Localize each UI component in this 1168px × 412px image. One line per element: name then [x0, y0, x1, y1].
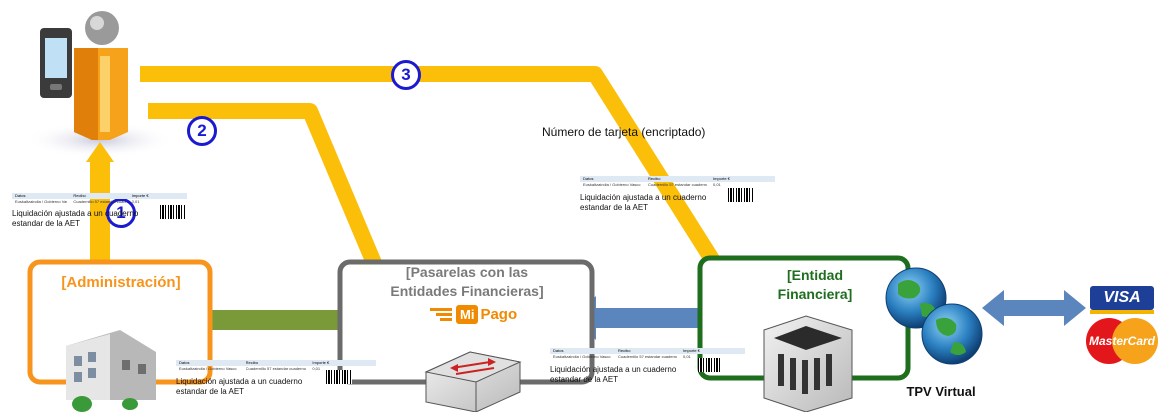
ticket-3-caption-line2: estandar de la AET [176, 387, 245, 396]
ticket-header-recibo: Recibo [648, 176, 661, 181]
ticket-header-datos: Datos [553, 348, 564, 353]
flow-arrow-3 [140, 66, 727, 277]
flow-arrow-1-head [86, 142, 114, 162]
ticket-cell-recibo: Cuadernillo 57 estandar cuaderno [73, 199, 126, 204]
bank-icon [763, 315, 853, 412]
visa-logo-text: VISA [1103, 289, 1141, 306]
ticket-4-caption-line2: estandar de la AET [550, 375, 619, 384]
ticket-header-recibo: Recibo [245, 360, 259, 365]
ticket-4-caption-line1: Liquidación ajustada a un cuaderno [550, 365, 677, 374]
ticket-cell-importe: 0,01 [683, 354, 691, 359]
ticket-cell-datos: Euskaltzaindia / Gobierno Vasco [553, 354, 611, 359]
barcode-icon [698, 358, 722, 372]
admin-pasarelas-link [172, 298, 372, 342]
ticket-3-caption-line1: Liquidación ajustada a un cuaderno [176, 377, 303, 386]
mastercard-logo: MasterCard [1086, 318, 1158, 364]
receipt-ticket-4: Datos Recibo Importe € Euskaltzaindia / … [550, 348, 745, 360]
ticket-header-datos: Datos [179, 360, 190, 365]
barcode-icon [160, 205, 186, 219]
entidad-label-line1: [Entidad [787, 267, 843, 283]
ticket-header-datos: Datos [583, 176, 594, 181]
administracion-label: [Administración] [61, 274, 181, 291]
ticket-2-caption-line2: estandar de la AET [580, 203, 649, 212]
ticket-2-caption-line1: Liquidación ajustada a un cuaderno [580, 193, 707, 202]
user-with-phone-icon [40, 11, 128, 140]
pasarelas-entidad-link [572, 296, 730, 340]
receipt-ticket-2: Datos Recibo Importe € Euskaltzaindia / … [580, 176, 775, 188]
ticket-cell-datos: Euskaltzaindia / Gobierno Vasco [179, 366, 237, 371]
mipago-logo: Mi Pago [430, 303, 517, 325]
flow-arrow-1 [90, 160, 110, 262]
receipt-ticket-3: Datos Recibo Importe € Euskaltzaindia / … [176, 360, 376, 372]
ticket-header-recibo: Recibo [73, 193, 86, 198]
ticket-1-caption-line2: estandar de la AET [12, 219, 81, 228]
receipt-ticket-1: Datos Recibo Importe € Euskaltzaindia / … [12, 193, 187, 205]
ticket-1-caption-line1: Liquidación ajustada a un cuaderno [12, 209, 139, 218]
ticket-header-importe: Importe € [131, 193, 149, 198]
ticket-header-importe: Importe € [683, 348, 700, 353]
mastercard-logo-text: MasterCard [1088, 334, 1156, 348]
pasarelas-label-line2: Entidades Financieras] [390, 283, 544, 299]
step-2-badge: 2 [187, 116, 217, 146]
visa-logo: VISA [1090, 286, 1154, 310]
barcode-icon [728, 188, 754, 202]
ticket-header-datos: Datos [15, 193, 26, 198]
ticket-cell-importe: 0,01 [713, 182, 721, 187]
pasarelas-label-line1: [Pasarelas con las [405, 264, 529, 280]
ticket-cell-recibo: Cuadernillo 57 estandar cuaderno [618, 354, 677, 359]
ticket-cell-recibo: Cuadernillo 57 estandar cuaderno [648, 182, 707, 187]
step-3-badge: 3 [391, 60, 421, 90]
flow-arrow-2 [148, 103, 390, 286]
tpv-label: TPV Virtual [906, 384, 976, 399]
globe-icon [885, 267, 983, 365]
visa-logo-stripe [1090, 310, 1154, 314]
government-building-icon [66, 330, 156, 412]
ticket-cell-importe: 0,01 [131, 199, 140, 204]
mipago-pago: Pago [480, 305, 518, 323]
ticket-cell-datos: Euskaltzaindia / Gobierno Vasco [15, 199, 68, 204]
router-icon [424, 351, 522, 412]
numero-tarjeta-note: Número de tarjeta (encriptado) [542, 125, 706, 139]
entidad-label-line2: Financiera] [777, 286, 853, 302]
ticket-header-recibo: Recibo [618, 348, 631, 353]
ticket-header-importe: Importe € [312, 360, 330, 365]
ticket-cell-importe: 0,01 [312, 366, 321, 371]
ticket-header-importe: Importe € [713, 176, 730, 181]
step-1-badge: 1 [106, 198, 136, 228]
mipago-mi: Mi [456, 304, 479, 324]
ticket-cell-recibo: Cuadernillo 57 estandar cuaderno [245, 366, 306, 371]
barcode-icon [326, 370, 352, 384]
tpv-cards-link [982, 290, 1086, 326]
speed-lines-icon [430, 308, 452, 321]
ticket-cell-datos: Euskaltzaindia / Gobierno Vasco [583, 182, 641, 187]
